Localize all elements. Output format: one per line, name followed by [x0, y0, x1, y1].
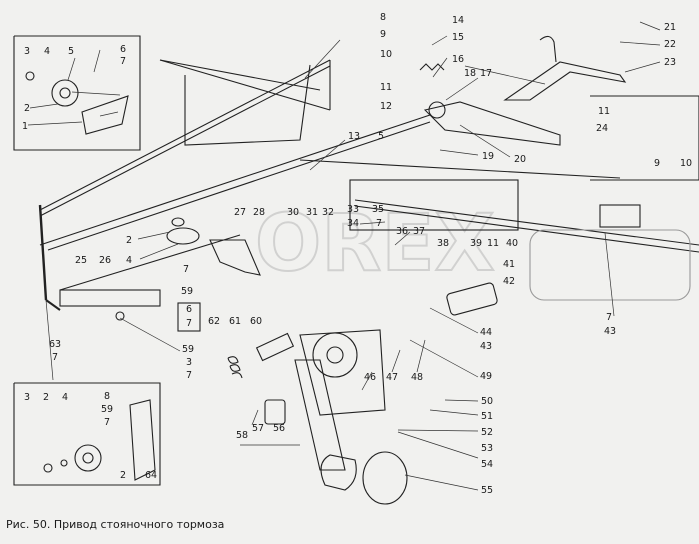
callout: 7: [104, 417, 110, 428]
callout: 5: [378, 131, 384, 142]
callout: 62: [208, 316, 220, 327]
callout: 17: [480, 68, 492, 79]
callout: 10: [680, 158, 692, 169]
callout: 50: [481, 396, 493, 407]
callout: 2: [24, 103, 30, 114]
callout: 21: [664, 22, 676, 33]
callout: 7: [120, 56, 126, 67]
callout: 31: [306, 207, 318, 218]
callout: 18: [464, 68, 476, 79]
callout: 25: [75, 255, 87, 266]
callout: 19: [482, 151, 494, 162]
figure-caption: Рис. 50. Привод стояночного тормоза: [6, 518, 225, 531]
callout: 24: [596, 123, 608, 134]
callout: 8: [104, 391, 110, 402]
callout: 3: [24, 392, 30, 403]
callout: 43: [480, 341, 492, 352]
callout: 2: [43, 392, 49, 403]
callout: 60: [250, 316, 262, 327]
callout: 11: [380, 82, 392, 93]
callout: 7: [52, 352, 58, 363]
callout: 56: [273, 423, 285, 434]
callout: 22: [664, 39, 676, 50]
callout: 32: [322, 207, 334, 218]
callout: 39: [470, 238, 482, 249]
callout: 8: [380, 12, 386, 23]
callout: 55: [481, 485, 493, 496]
drawing-lines: [13, 35, 699, 505]
callout: 28: [253, 207, 265, 218]
callout: 13: [348, 131, 360, 142]
callout: 35: [372, 204, 384, 215]
callout: 42: [503, 276, 515, 287]
callout: 7: [186, 318, 192, 329]
leader-lines: [27, 21, 661, 491]
callout: 2: [120, 470, 126, 481]
callout: 4: [126, 255, 132, 266]
callout: 9: [380, 29, 386, 40]
frame-outline: [349, 179, 519, 231]
callout: 5: [68, 46, 74, 57]
detail-frame-top-left: [13, 35, 141, 151]
callout: 51: [481, 411, 493, 422]
callout: 3: [24, 46, 30, 57]
callout: 53: [481, 443, 493, 454]
callout: 34: [347, 218, 359, 229]
callout: 7: [183, 264, 189, 275]
callout: 2: [126, 235, 132, 246]
callout: 6: [186, 304, 192, 315]
callout: 57: [252, 423, 264, 434]
callout: 38: [437, 238, 449, 249]
callout: 52: [481, 427, 493, 438]
callout: 44: [480, 327, 492, 338]
callout: 63: [49, 339, 61, 350]
callout: 64: [145, 470, 157, 481]
callout: 6: [120, 44, 126, 55]
callout: 48: [411, 372, 423, 383]
callout: 46: [364, 372, 376, 383]
callout: 4: [62, 392, 68, 403]
callout: 11: [487, 238, 499, 249]
callout: 40: [506, 238, 518, 249]
callout: 7: [186, 370, 192, 381]
callout: 33: [347, 204, 359, 215]
callout: 11: [598, 106, 610, 117]
callout: 3: [186, 357, 192, 368]
callout: 59: [182, 344, 194, 355]
callout: 1: [22, 121, 28, 132]
callout: 16: [452, 54, 464, 65]
callout: 20: [514, 154, 526, 165]
detail-frame-bottom-left: [13, 382, 161, 486]
callout: 59: [101, 404, 113, 415]
callout: 41: [503, 259, 515, 270]
callout: 59: [181, 286, 193, 297]
callout: 36: [396, 226, 408, 237]
callout: 61: [229, 316, 241, 327]
callout: 4: [44, 46, 50, 57]
callout: 7: [376, 218, 382, 229]
callout: 10: [380, 49, 392, 60]
callout: 37: [413, 226, 425, 237]
callout-labels: 3 4 5 6 7 2 1 8 9 10 11 12 14 15 16 18 1…: [22, 12, 692, 496]
callout: 15: [452, 32, 464, 43]
detail-frame-right: [590, 95, 699, 181]
callout: 43: [604, 326, 616, 337]
callout: 47: [386, 372, 398, 383]
callout: 30: [287, 207, 299, 218]
callout: 26: [99, 255, 111, 266]
callout: 9: [654, 158, 660, 169]
callout: 12: [380, 101, 392, 112]
callout: 23: [664, 57, 676, 68]
callout: 7: [606, 312, 612, 323]
callout: 58: [236, 430, 248, 441]
callout: 54: [481, 459, 493, 470]
callout: 27: [234, 207, 246, 218]
callout: 14: [452, 15, 464, 26]
callout: 49: [480, 371, 492, 382]
